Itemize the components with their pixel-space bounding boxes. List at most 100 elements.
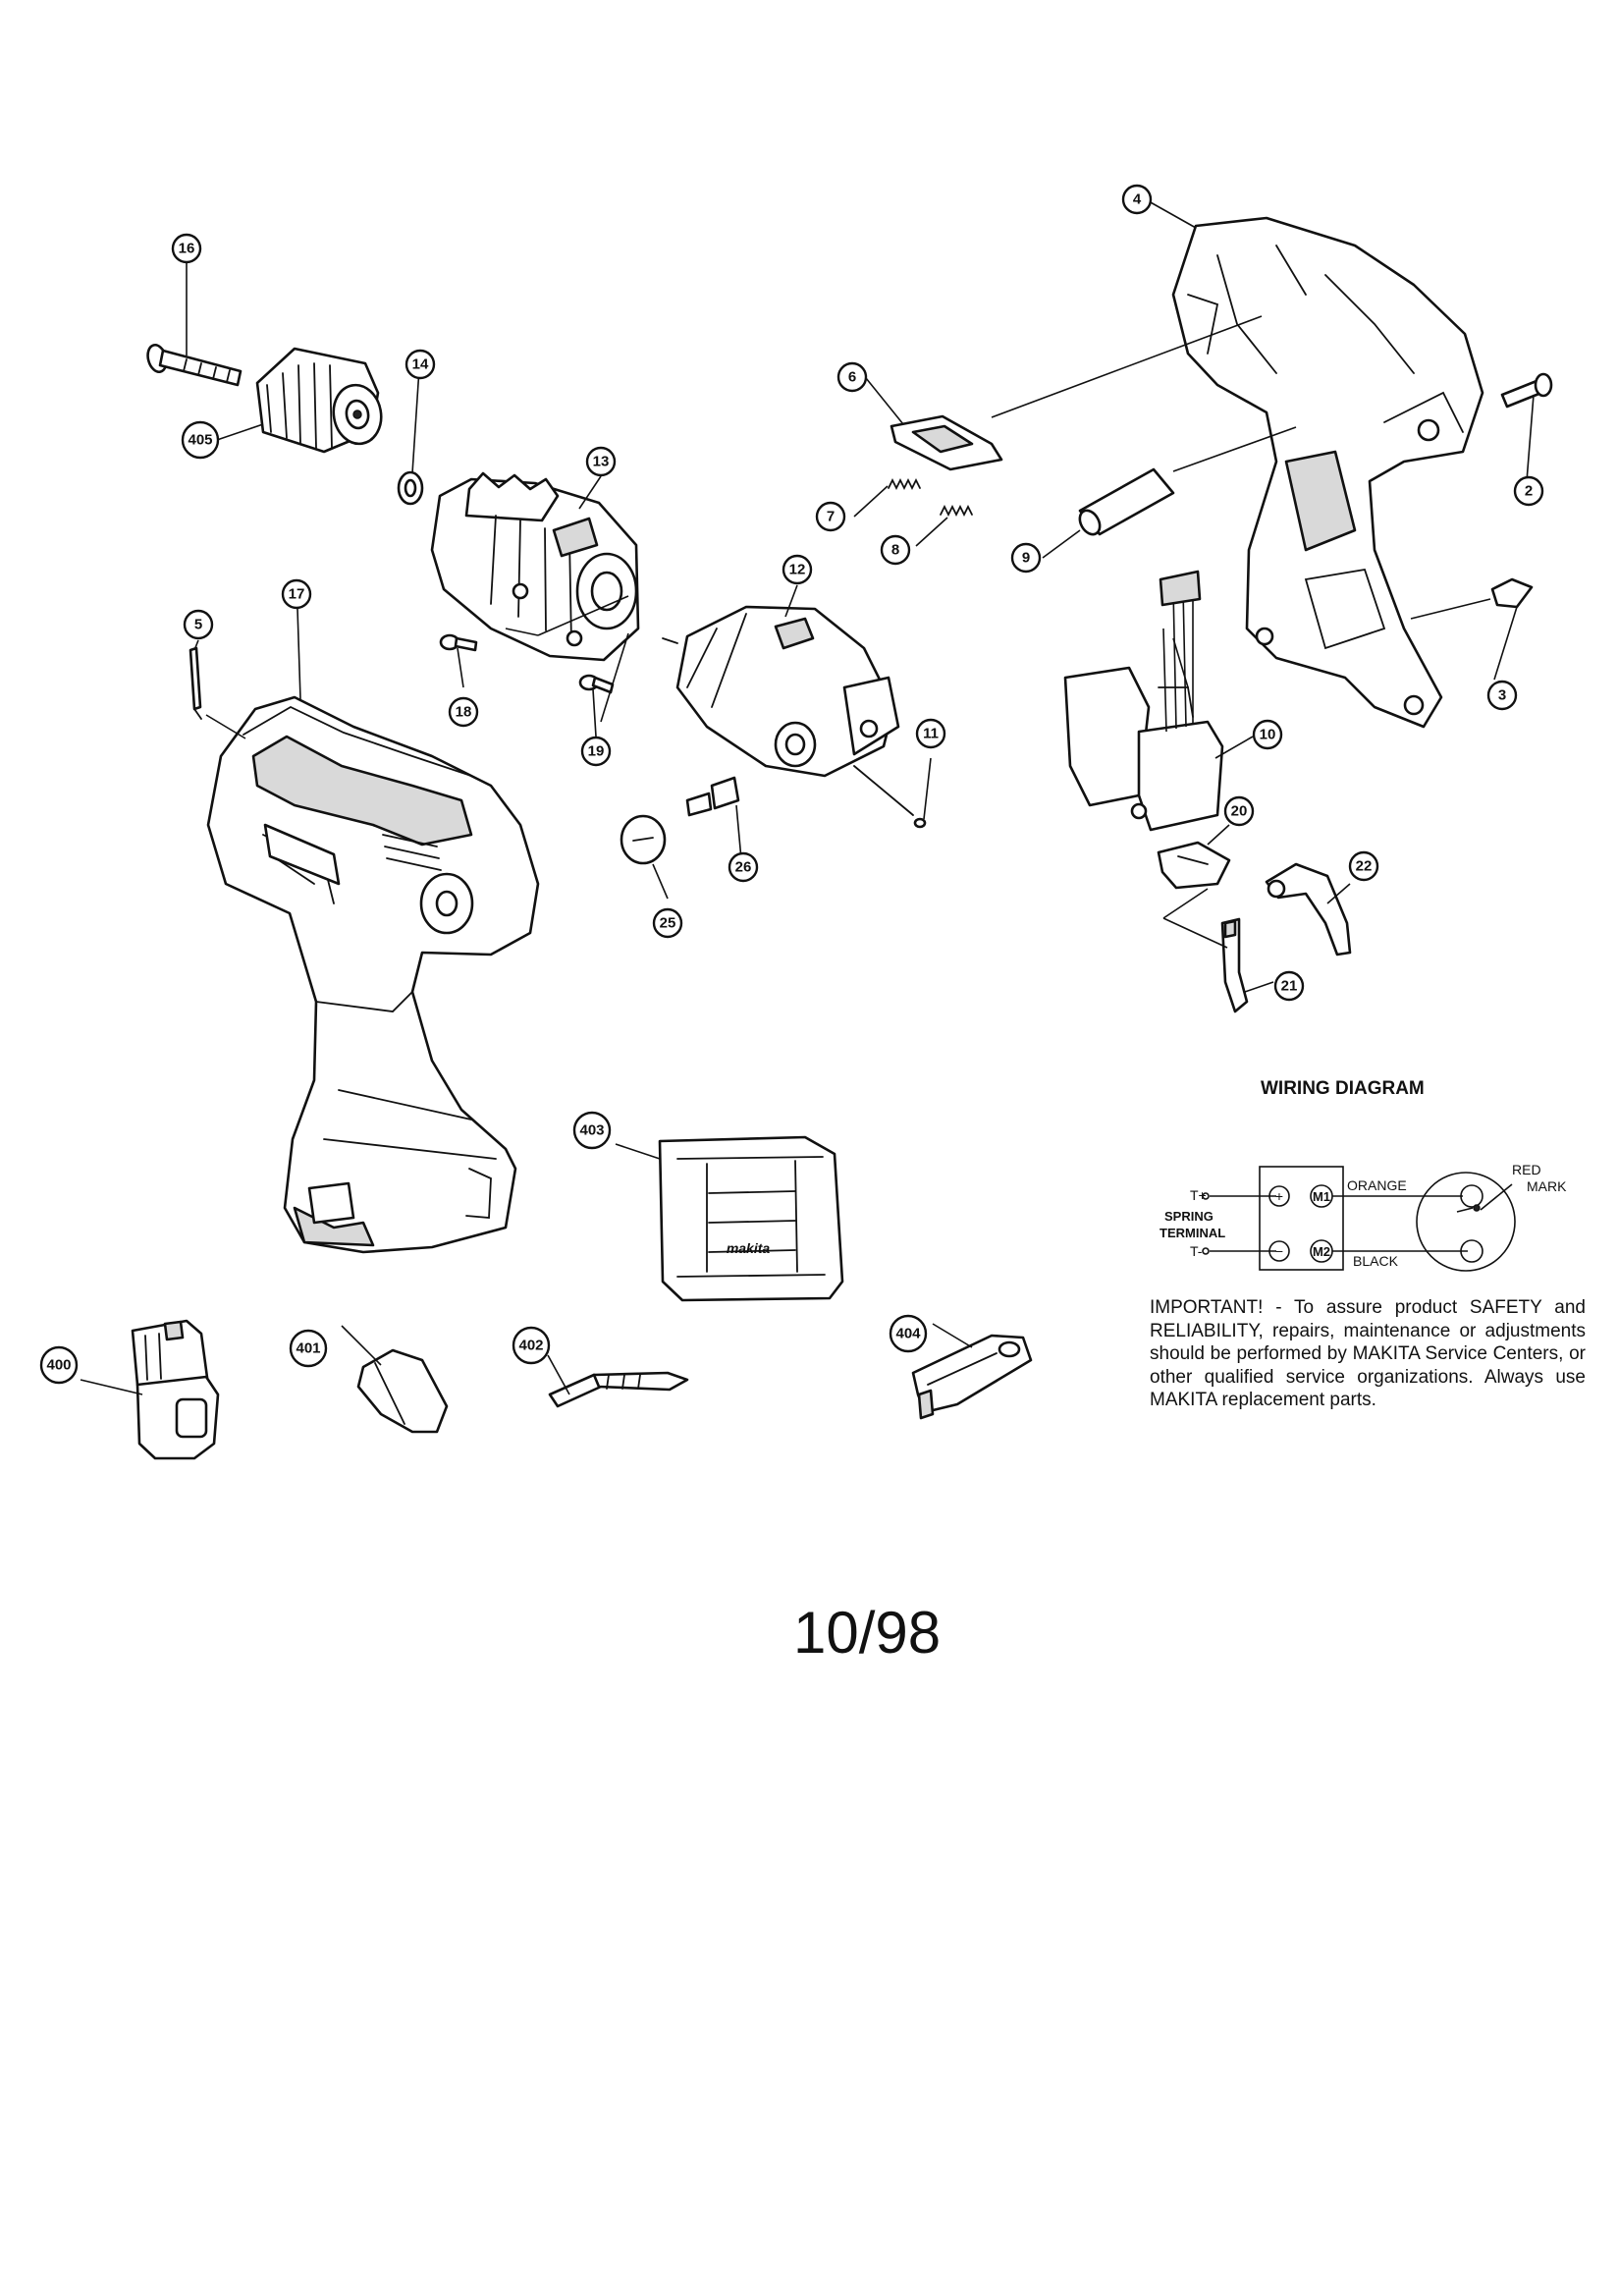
- part-8-spring: [940, 504, 973, 518]
- part-12-motor: [662, 605, 900, 778]
- part-13-gear-assembly: [430, 471, 640, 662]
- terminal-block: [1259, 1166, 1344, 1271]
- callout-401: 401: [289, 1329, 328, 1368]
- callout-5: 5: [183, 609, 214, 640]
- svg-text:+: +: [1275, 1188, 1283, 1204]
- svg-text:14: 14: [412, 356, 429, 373]
- svg-text:19: 19: [588, 743, 605, 760]
- callout-26: 26: [728, 851, 759, 883]
- part-26-brush-holder: [685, 776, 740, 817]
- part-405-chuck: [255, 347, 383, 454]
- callout-403: 403: [572, 1111, 612, 1150]
- part-19-screw: [578, 674, 615, 694]
- svg-text:RED: RED: [1512, 1162, 1541, 1177]
- part-401-cap: [356, 1348, 449, 1434]
- svg-text:405: 405: [188, 432, 212, 449]
- svg-text:17: 17: [289, 586, 305, 603]
- plus-terminal: [1268, 1185, 1290, 1207]
- callout-22: 22: [1348, 850, 1379, 882]
- safety-notice: IMPORTANT! - To assure product SAFETY an…: [1150, 1297, 1586, 1410]
- callout-19: 19: [580, 736, 612, 767]
- svg-text:6: 6: [848, 369, 856, 386]
- svg-text:8: 8: [891, 542, 899, 559]
- svg-text:4: 4: [1133, 191, 1142, 208]
- part-6-switch-plate: [890, 414, 1003, 471]
- svg-text:401: 401: [296, 1340, 320, 1357]
- svg-text:SPRING: SPRING: [1164, 1209, 1214, 1224]
- callout-12: 12: [782, 554, 813, 585]
- callout-16: 16: [171, 233, 202, 264]
- leader-lines: [80, 200, 1535, 1395]
- callout-9: 9: [1010, 542, 1042, 574]
- svg-text:−: −: [1275, 1243, 1283, 1259]
- svg-text:402: 402: [518, 1338, 543, 1354]
- svg-text:404: 404: [895, 1326, 921, 1342]
- brand-mark: makita: [727, 1240, 771, 1256]
- part-20-terminal: [1157, 841, 1231, 890]
- svg-text:10: 10: [1260, 727, 1276, 743]
- svg-text:5: 5: [194, 617, 202, 633]
- part-5-clip: [189, 646, 202, 720]
- callout-17: 17: [281, 578, 312, 610]
- svg-text:20: 20: [1231, 803, 1248, 820]
- part-9-cylinder: [1078, 467, 1175, 536]
- svg-text:403: 403: [579, 1122, 604, 1139]
- part-7-spring: [888, 477, 921, 491]
- part-17-drill-housing: [206, 695, 540, 1254]
- part-16-screw: [146, 343, 243, 387]
- part-400-battery: [131, 1319, 220, 1460]
- part-403-case: makita: [658, 1135, 844, 1302]
- part-18-screw: [439, 633, 478, 652]
- part-11-screw: [853, 765, 927, 829]
- callout-400: 400: [39, 1345, 79, 1385]
- svg-text:22: 22: [1356, 858, 1373, 875]
- callout-3: 3: [1486, 680, 1518, 711]
- motor-symbol: [1416, 1172, 1516, 1272]
- part-14-washer: [397, 470, 424, 506]
- svg-text:T+: T+: [1190, 1187, 1207, 1203]
- callout-13: 13: [585, 446, 617, 477]
- svg-text:MARK: MARK: [1527, 1178, 1567, 1194]
- svg-text:13: 13: [593, 454, 610, 470]
- callout-7: 7: [815, 501, 846, 532]
- part-21-terminal: [1220, 917, 1249, 1013]
- svg-text:11: 11: [923, 726, 939, 742]
- callout-6: 6: [836, 361, 868, 393]
- callout-402: 402: [512, 1326, 551, 1365]
- svg-text:M2: M2: [1313, 1244, 1330, 1259]
- callout-10: 10: [1252, 719, 1283, 750]
- svg-text:18: 18: [456, 704, 472, 721]
- callout-14: 14: [404, 349, 436, 380]
- svg-text:3: 3: [1498, 687, 1506, 704]
- svg-text:21: 21: [1281, 978, 1298, 995]
- svg-text:16: 16: [179, 241, 195, 257]
- part-2-screw: [1500, 372, 1553, 409]
- callout-18: 18: [448, 696, 479, 728]
- callout-20: 20: [1223, 795, 1255, 827]
- svg-text:T-: T-: [1190, 1243, 1203, 1259]
- part-402-bit: [548, 1371, 689, 1408]
- callout-25: 25: [652, 907, 683, 939]
- part-25-cap: [620, 814, 667, 865]
- svg-text:25: 25: [660, 915, 676, 932]
- date-code: 10/98: [793, 1600, 942, 1666]
- svg-text:ORANGE: ORANGE: [1347, 1177, 1407, 1193]
- callout-2: 2: [1513, 475, 1544, 507]
- svg-text:M1: M1: [1313, 1189, 1330, 1204]
- svg-text:26: 26: [735, 859, 752, 876]
- callout-21: 21: [1273, 970, 1305, 1002]
- part-4-housing: [1171, 216, 1484, 729]
- wiring-diagram-title: WIRING DIAGRAM: [1261, 1078, 1425, 1099]
- callout-4: 4: [1121, 184, 1153, 215]
- svg-text:400: 400: [46, 1357, 71, 1374]
- svg-text:BLACK: BLACK: [1353, 1253, 1399, 1269]
- callout-8: 8: [880, 534, 911, 566]
- part-3-clip: [1490, 577, 1534, 609]
- svg-text:7: 7: [827, 509, 835, 525]
- svg-text:12: 12: [789, 562, 806, 578]
- part-10-switch: [1063, 570, 1224, 832]
- svg-text:TERMINAL: TERMINAL: [1160, 1226, 1225, 1240]
- part-22-terminal: [1265, 862, 1352, 957]
- part-404-holder: [911, 1334, 1033, 1420]
